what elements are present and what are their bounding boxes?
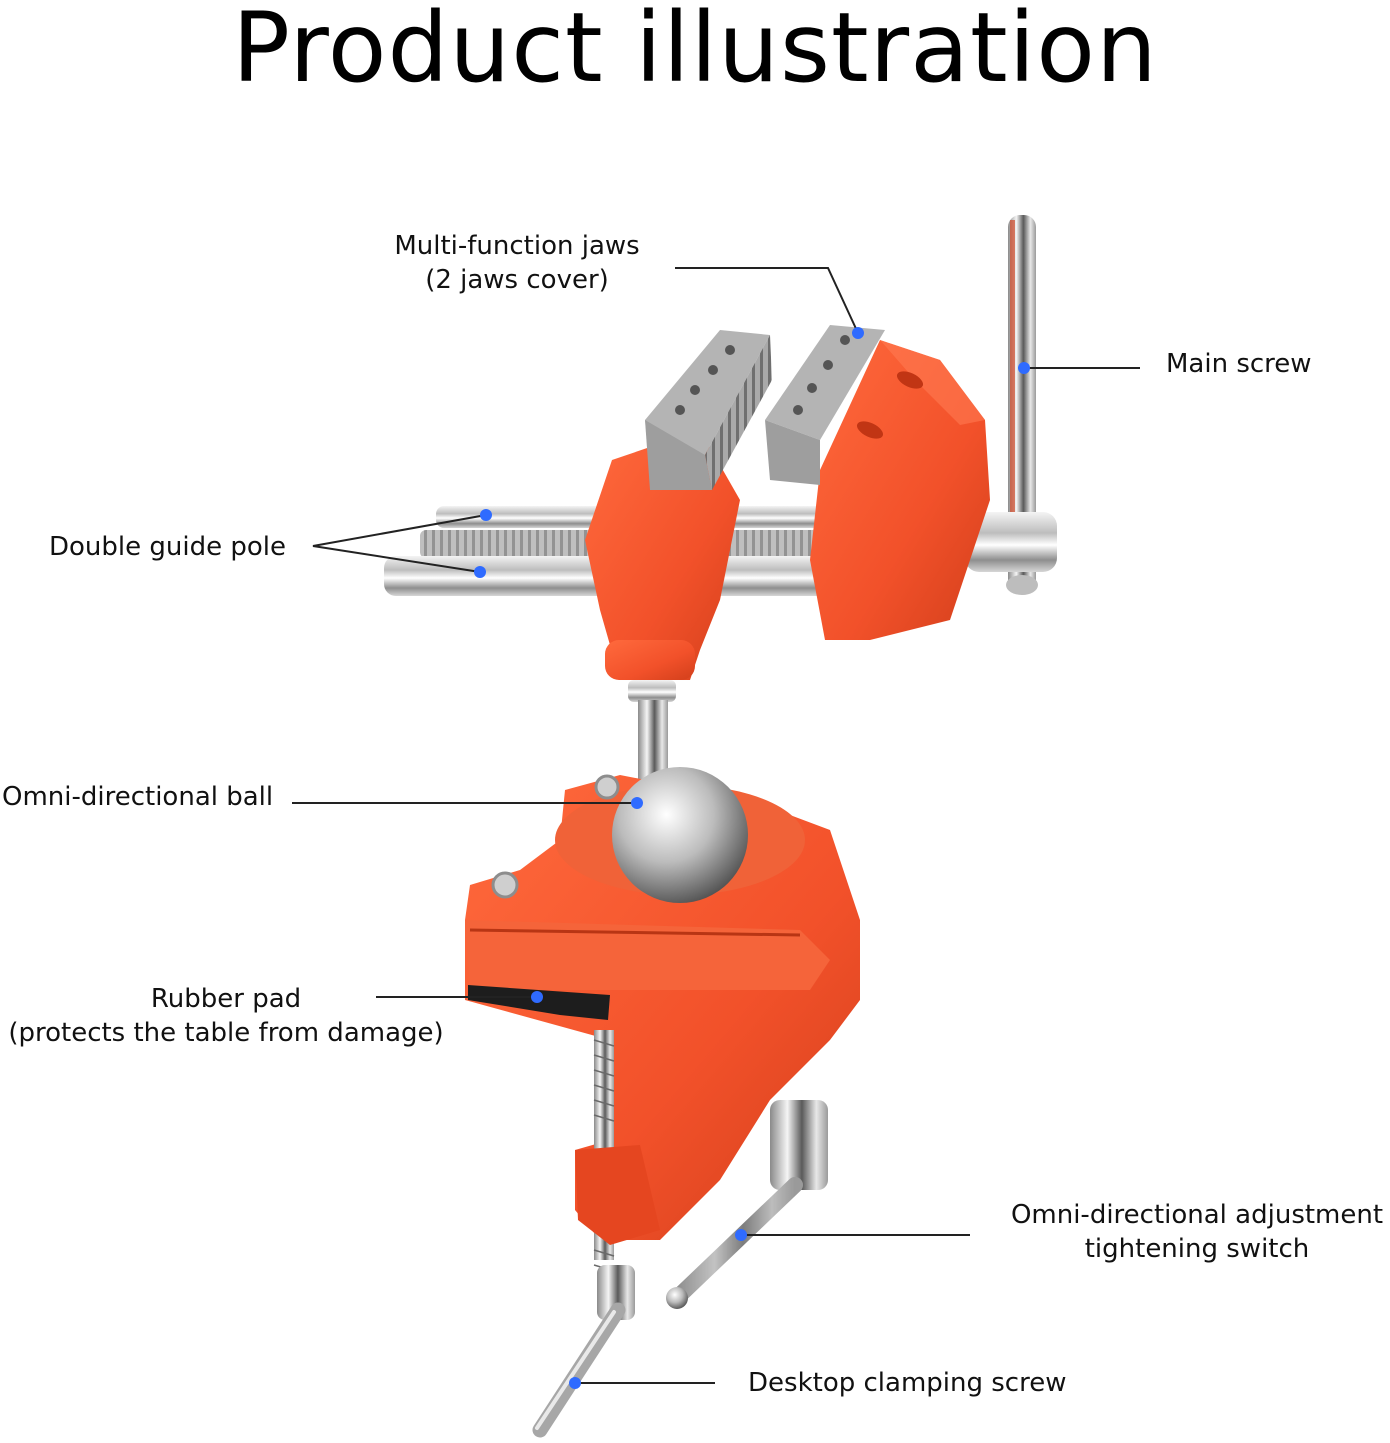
page-title: Product illustration [232,0,1158,104]
label-line: Omni-directional ball [2,782,274,812]
callout-dots [474,327,1030,1389]
callout-label-rubber-pad: Rubber pad (protects the table from dama… [6,982,446,1050]
label-line: tightening switch [1084,1234,1310,1264]
label-line: Omni-directional adjustment [1010,1200,1384,1230]
callout-label-guide-pole: Double guide pole [49,530,286,564]
callout-label-main-screw: Main screw [1166,347,1312,381]
callout-label-clamp-screw: Desktop clamping screw [748,1366,1066,1400]
label-line: Rubber pad [150,984,302,1014]
callout-label-adjust-switch: Omni-directional adjustment tightening s… [1004,1198,1390,1266]
main-screw-handle [965,215,1057,595]
label-line: (2 jaws cover) [425,265,609,295]
right-jaw-insert [765,325,885,485]
label-line: Double guide pole [49,532,286,562]
label-line: Desktop clamping screw [748,1368,1067,1398]
base-housing [465,767,860,1438]
left-jaw-insert [645,330,772,490]
callout-lines [292,267,1140,1384]
label-line: (protects the table from damage) [8,1018,444,1048]
label-line: Multi-function jaws [394,231,640,261]
label-line: Main screw [1166,349,1312,379]
callout-label-jaws: Multi-function jaws (2 jaws cover) [372,229,662,297]
callout-label-ball: Omni-directional ball [2,780,273,814]
